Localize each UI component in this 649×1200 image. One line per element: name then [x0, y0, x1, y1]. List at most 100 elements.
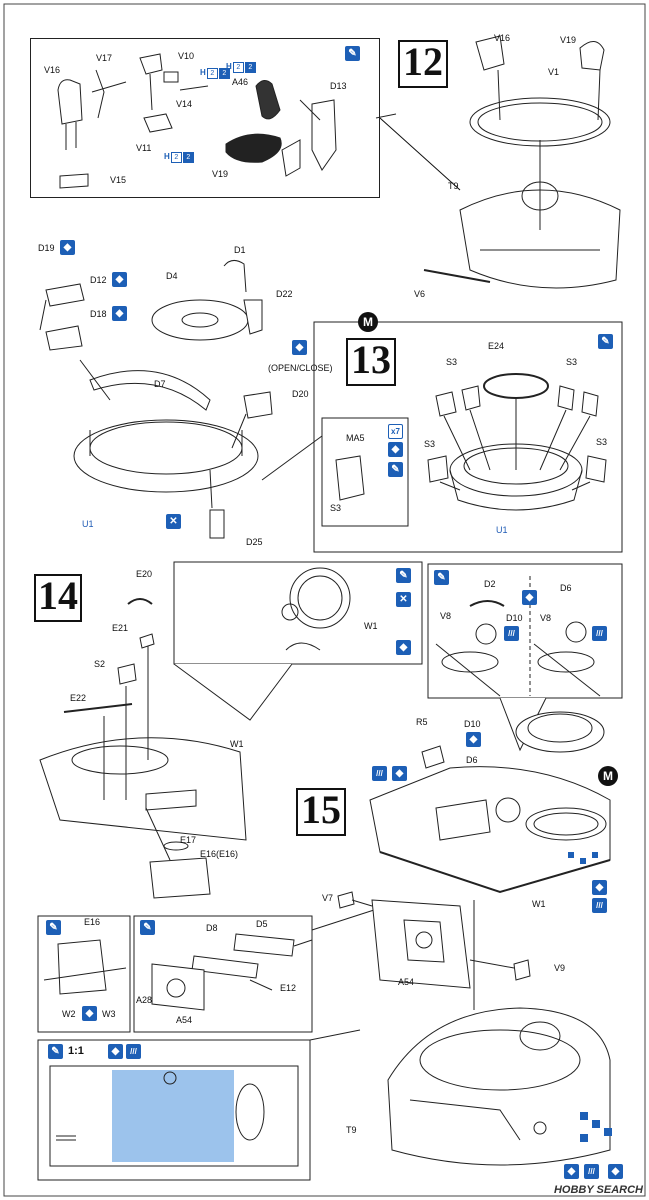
hinge-d22: [243, 299, 263, 335]
ring-u1: [73, 419, 259, 493]
base-v11: [143, 113, 173, 133]
part-e22: [63, 703, 133, 713]
cushion-a46: [255, 80, 281, 120]
paint-brush-icon: ✎: [598, 334, 613, 349]
glue-icon: ◆: [396, 640, 411, 655]
hatch-e16: [149, 857, 211, 899]
part-label: (OPEN/CLOSE): [268, 363, 333, 373]
part-label: D25: [246, 537, 263, 547]
decal-icon: ///: [504, 626, 519, 641]
part-label: T9: [346, 1125, 357, 1135]
decal-icon: ///: [126, 1044, 141, 1059]
part-label: D1: [234, 245, 246, 255]
arrow-line: [91, 81, 127, 93]
paint-brush-icon: ✎: [388, 462, 403, 477]
glue-icon: ◆: [292, 340, 307, 355]
part-label: S2: [94, 659, 106, 669]
part-label: V11: [136, 143, 152, 153]
glue-icon: ◆: [392, 766, 407, 781]
paint-h2-fill: 2: [244, 62, 256, 73]
part-label: V16: [494, 33, 511, 43]
ring-v1: [469, 97, 611, 147]
part-label: E17: [180, 835, 197, 845]
part-label: D2: [484, 579, 496, 589]
handle-d1: [223, 260, 247, 293]
watermark: HOBBY SEARCH: [553, 1184, 643, 1196]
glue-icon: ◆: [82, 1006, 97, 1021]
part-v7: [337, 891, 355, 909]
strip-d8: [191, 955, 259, 979]
decal-icon: ///: [372, 766, 387, 781]
part-label: D20: [292, 389, 309, 399]
count-x7-icon: x7: [388, 424, 403, 439]
step-number-12: 12: [398, 40, 448, 88]
part-label: S3: [596, 437, 608, 447]
bracket-v10: [139, 53, 163, 111]
paint-brush-icon: ✎: [345, 46, 360, 61]
paint-h2-outline: 2: [170, 152, 182, 163]
part-label: S3: [566, 357, 578, 367]
step-number-13: 13: [346, 338, 396, 386]
seat-v19: [225, 133, 282, 163]
turret-t9: [459, 189, 621, 289]
part-label: V16: [44, 65, 61, 75]
part-label: U1: [82, 519, 94, 529]
paint-brush-icon: ✎: [396, 568, 411, 583]
glue-icon: ◆: [592, 880, 607, 895]
part-label: E16: [84, 917, 101, 927]
decal-icon: ///: [592, 626, 607, 641]
gun-mantlet-a54: [371, 899, 471, 989]
glue-icon: ◆: [60, 240, 75, 255]
part-label: E24: [488, 341, 505, 351]
part-label: D4: [166, 271, 178, 281]
glue-icon: ◆: [564, 1164, 579, 1179]
glue-icon: ◆: [108, 1044, 123, 1059]
cupola: [515, 711, 605, 753]
part-label: E12: [280, 983, 297, 993]
paint-h-letter: H: [164, 152, 170, 161]
paint-marks: [568, 852, 612, 1142]
part-label: E20: [136, 569, 153, 579]
part-label: D7: [154, 379, 166, 389]
part-label: S3: [330, 503, 342, 513]
filler-icon: ✕: [396, 592, 411, 607]
part-label: D6: [560, 583, 572, 593]
part-d20: [243, 391, 273, 419]
step-number-14: 14: [34, 574, 82, 622]
part-label: D10: [506, 613, 523, 623]
arm-v17: [95, 69, 105, 119]
glue-icon: ◆: [388, 442, 403, 457]
step-number-15: 15: [296, 788, 346, 836]
part-label: D12: [90, 275, 107, 285]
seat-v16-r: [475, 35, 505, 71]
paint-h2-fill: 2: [182, 152, 194, 163]
part-label: V19: [212, 169, 229, 179]
paint-brush-icon: ✎: [434, 570, 449, 585]
seat-v19-r: [579, 41, 605, 71]
part-label: W1: [532, 899, 546, 909]
part-label: U1: [496, 525, 508, 535]
paint-h2-outline: 2: [206, 68, 218, 79]
paint-brush-icon: ✎: [140, 920, 155, 935]
seat-v16-leg: [65, 122, 77, 150]
decal-icon: ///: [584, 1164, 599, 1179]
s3-d: [581, 391, 599, 417]
part-v9: [513, 959, 531, 981]
part-label: D19: [38, 243, 55, 253]
part-label: MA5: [346, 433, 365, 443]
part-label: T9: [448, 181, 459, 191]
glue-icon: ◆: [112, 306, 127, 321]
turret-t9-r: [387, 1007, 611, 1166]
part-label: D6: [466, 755, 478, 765]
part-label: D5: [256, 919, 268, 929]
part-label: E16(E16): [200, 849, 239, 859]
part-label: V17: [96, 53, 113, 63]
no-glue-icon: ✕: [166, 514, 181, 529]
part-label: W1: [230, 739, 244, 749]
part-v6: [423, 269, 491, 283]
part-label: D13: [330, 81, 347, 91]
marker-m-icon: M: [358, 312, 378, 332]
part-label: V1: [548, 67, 560, 77]
